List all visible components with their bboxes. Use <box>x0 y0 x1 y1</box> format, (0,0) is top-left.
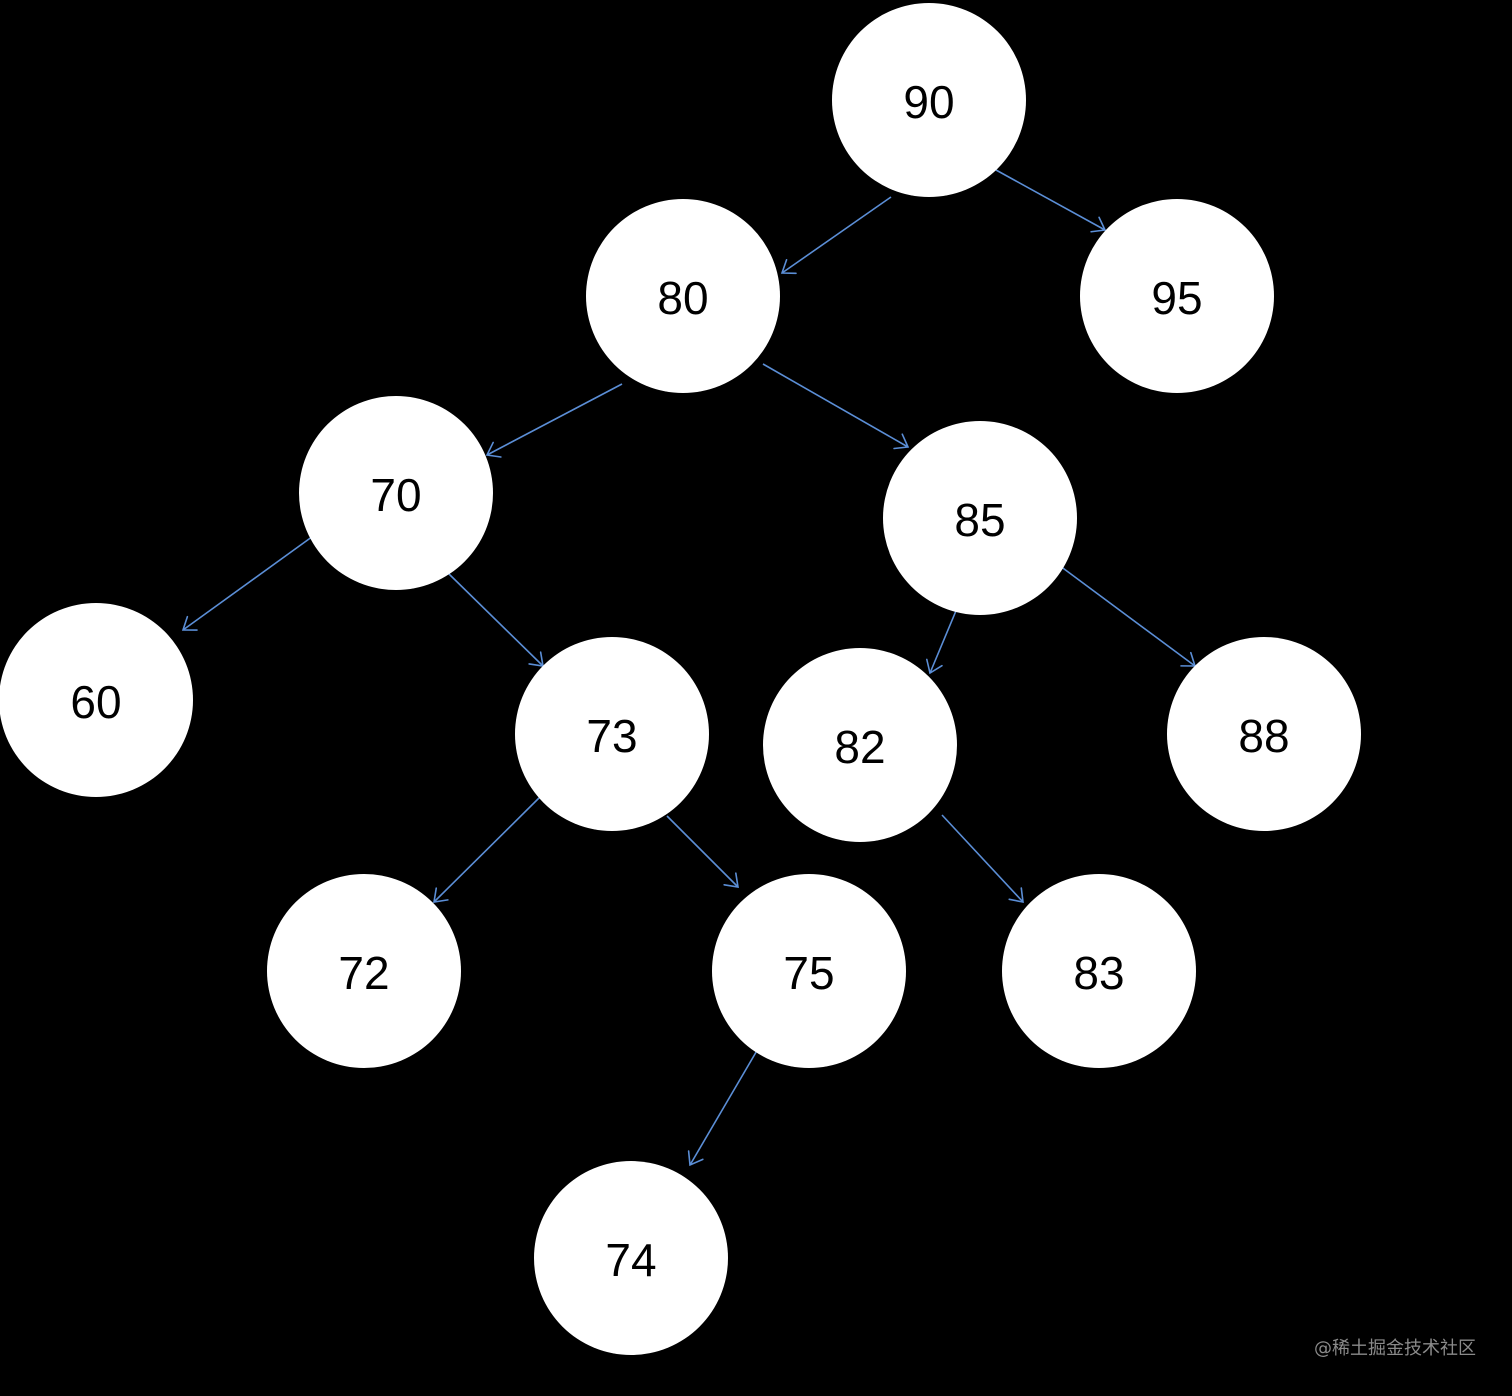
node-circle <box>586 199 780 393</box>
edge-n90-n95 <box>995 169 1107 233</box>
tree-node-90: 90 <box>832 3 1026 197</box>
edge-line <box>666 815 739 888</box>
tree-node-72: 72 <box>267 874 461 1068</box>
node-label: 72 <box>338 947 389 999</box>
nodes-layer: 90 80 95 70 85 60 73 82 88 72 75 83 74 <box>0 3 1361 1355</box>
edge-n90-n80 <box>780 196 892 275</box>
tree-node-75: 75 <box>712 874 906 1068</box>
node-label: 83 <box>1073 947 1124 999</box>
edge-n82-n83 <box>941 814 1024 903</box>
edge-n73-n72 <box>433 795 542 903</box>
tree-node-82: 82 <box>763 648 957 842</box>
node-circle <box>1002 874 1196 1068</box>
node-circle <box>883 421 1077 615</box>
arrow-head-icon <box>485 441 502 458</box>
edge-n85-n88 <box>1051 559 1197 667</box>
edge-line <box>689 1041 763 1166</box>
node-label: 85 <box>954 494 1005 546</box>
node-label: 75 <box>783 947 834 999</box>
node-circle <box>712 874 906 1068</box>
arrow-head-icon <box>925 658 943 675</box>
node-label: 90 <box>903 76 954 128</box>
edge-line <box>762 363 909 448</box>
tree-node-95: 95 <box>1080 199 1274 393</box>
edge-n70-n73 <box>448 573 544 667</box>
node-circle <box>1080 199 1274 393</box>
arrow-head-icon <box>723 872 739 888</box>
node-label: 80 <box>657 272 708 324</box>
arrow-head-icon <box>1090 216 1107 233</box>
arrow-head-icon <box>1008 887 1024 903</box>
edge-line <box>448 573 544 667</box>
edge-line <box>182 525 328 631</box>
node-circle <box>534 1161 728 1355</box>
arrow-head-icon <box>780 258 797 275</box>
node-label: 74 <box>605 1234 656 1286</box>
node-circle <box>0 603 193 797</box>
edge-line <box>929 605 959 674</box>
node-label: 95 <box>1151 272 1202 324</box>
edge-line <box>1051 559 1196 667</box>
edge-line <box>781 196 892 274</box>
node-circle <box>763 648 957 842</box>
node-label: 88 <box>1238 710 1289 762</box>
arrow-head-icon <box>181 615 198 631</box>
node-circle <box>1167 637 1361 831</box>
node-circle <box>832 3 1026 197</box>
arrow-head-icon <box>893 433 910 450</box>
edge-line <box>995 169 1106 231</box>
tree-node-70: 70 <box>299 396 493 590</box>
arrow-head-icon <box>687 1150 704 1167</box>
arrow-head-icon <box>433 887 449 903</box>
edges-layer <box>181 169 1197 1167</box>
node-label: 70 <box>370 469 421 521</box>
edge-n75-n74 <box>687 1041 763 1167</box>
edge-line <box>941 814 1024 903</box>
tree-node-73: 73 <box>515 637 709 831</box>
tree-node-85: 85 <box>883 421 1077 615</box>
tree-node-74: 74 <box>534 1161 728 1355</box>
edge-line <box>486 383 623 456</box>
edge-n80-n70 <box>485 383 623 458</box>
tree-node-88: 88 <box>1167 637 1361 831</box>
edge-n80-n85 <box>762 363 910 450</box>
tree-node-60: 60 <box>0 603 193 797</box>
tree-node-80: 80 <box>586 199 780 393</box>
edge-n85-n82 <box>925 605 959 675</box>
node-circle <box>267 874 461 1068</box>
node-circle <box>299 396 493 590</box>
node-label: 73 <box>586 710 637 762</box>
node-label: 82 <box>834 721 885 773</box>
edge-line <box>433 795 542 903</box>
tree-node-83: 83 <box>1002 874 1196 1068</box>
node-label: 60 <box>70 676 121 728</box>
node-circle <box>515 637 709 831</box>
edge-n73-n75 <box>666 815 739 888</box>
edge-n70-n60 <box>181 525 328 631</box>
watermark-text: @稀土掘金技术社区 <box>1314 1338 1476 1359</box>
